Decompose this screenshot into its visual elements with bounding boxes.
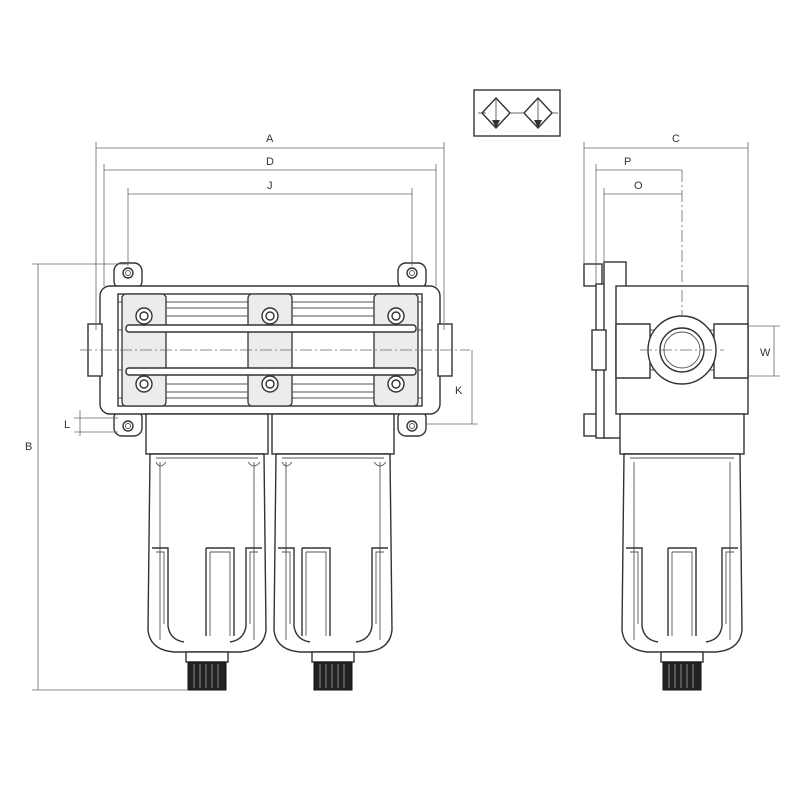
dim-label-D: D — [266, 156, 274, 168]
dim-label-O: O — [634, 180, 643, 192]
side-dimension-lines — [583, 142, 780, 377]
dim-label-W: W — [760, 347, 771, 359]
filter-filter-symbol-icon — [473, 89, 561, 137]
dim-label-P: P — [624, 156, 631, 168]
filter-unit-right — [271, 413, 395, 691]
dim-label-J: J — [267, 180, 273, 192]
front-dimension-lines — [32, 142, 478, 691]
front-view: A D J B L K — [25, 133, 478, 691]
dim-label-A: A — [266, 133, 274, 145]
dim-label-L: L — [64, 419, 70, 431]
side-view: C P O W — [583, 133, 780, 691]
dim-label-K: K — [455, 385, 463, 397]
dim-label-B: B — [25, 441, 32, 453]
filter-unit-left — [145, 413, 269, 691]
mounting-ears — [113, 262, 427, 437]
bracket-block — [80, 285, 470, 415]
dim-label-C: C — [672, 133, 680, 145]
bolt-heads — [135, 307, 405, 393]
